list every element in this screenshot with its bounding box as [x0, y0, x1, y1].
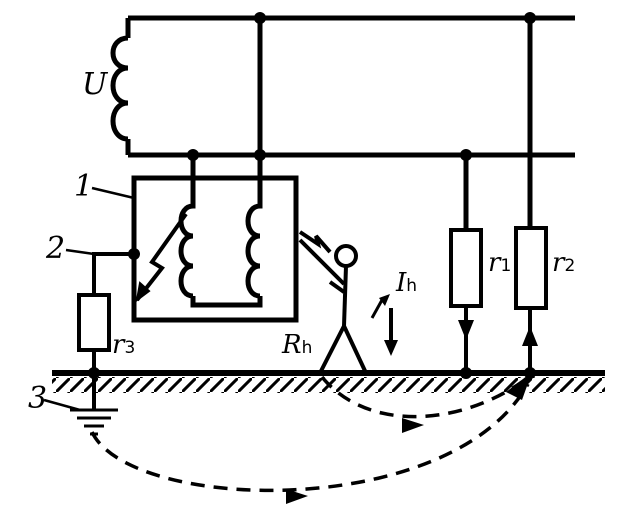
current-convergence-arrow [506, 372, 532, 400]
housing-label-leader [91, 186, 135, 200]
fault-wire-label-leader [65, 248, 95, 256]
earth-current-path-upper [320, 375, 523, 419]
resistor-r3 [77, 293, 111, 352]
r2-current-arrow [522, 326, 538, 346]
label-r2: r2 [552, 248, 576, 278]
label-r3: r3 [112, 330, 136, 360]
label-earth-3: 3 [28, 381, 48, 416]
resistor-r2 [514, 226, 548, 310]
windings [178, 178, 263, 308]
r1-current-arrow [458, 320, 474, 340]
earth-electrode-symbol [43, 398, 118, 436]
person-arm-inner [328, 280, 346, 294]
person-legs [318, 325, 368, 374]
resistor-r1 [449, 228, 483, 308]
body-current-direction-arrow [370, 299, 384, 319]
person-torso [342, 265, 348, 327]
label-r1: r1 [488, 248, 512, 278]
person-head [334, 244, 358, 268]
contact-spark [298, 230, 332, 254]
label-voltage-u: U [82, 67, 108, 102]
equipment-housing [131, 175, 299, 323]
label-body-resistance: Rh [282, 330, 313, 360]
earth-current-path-lower [90, 383, 530, 493]
ih-arrow-head [384, 340, 398, 356]
label-fault-wire-2: 2 [46, 231, 66, 266]
label-housing-1: 1 [74, 169, 94, 204]
source-coil [110, 35, 129, 142]
earth-label-leader [43, 398, 81, 412]
person-arm [298, 238, 346, 286]
supply-lines [125, 15, 575, 230]
label-body-current: Ih [396, 268, 418, 298]
person-figure [298, 230, 368, 374]
internal-fault-arrow [135, 212, 188, 302]
fault-wire [65, 248, 134, 295]
